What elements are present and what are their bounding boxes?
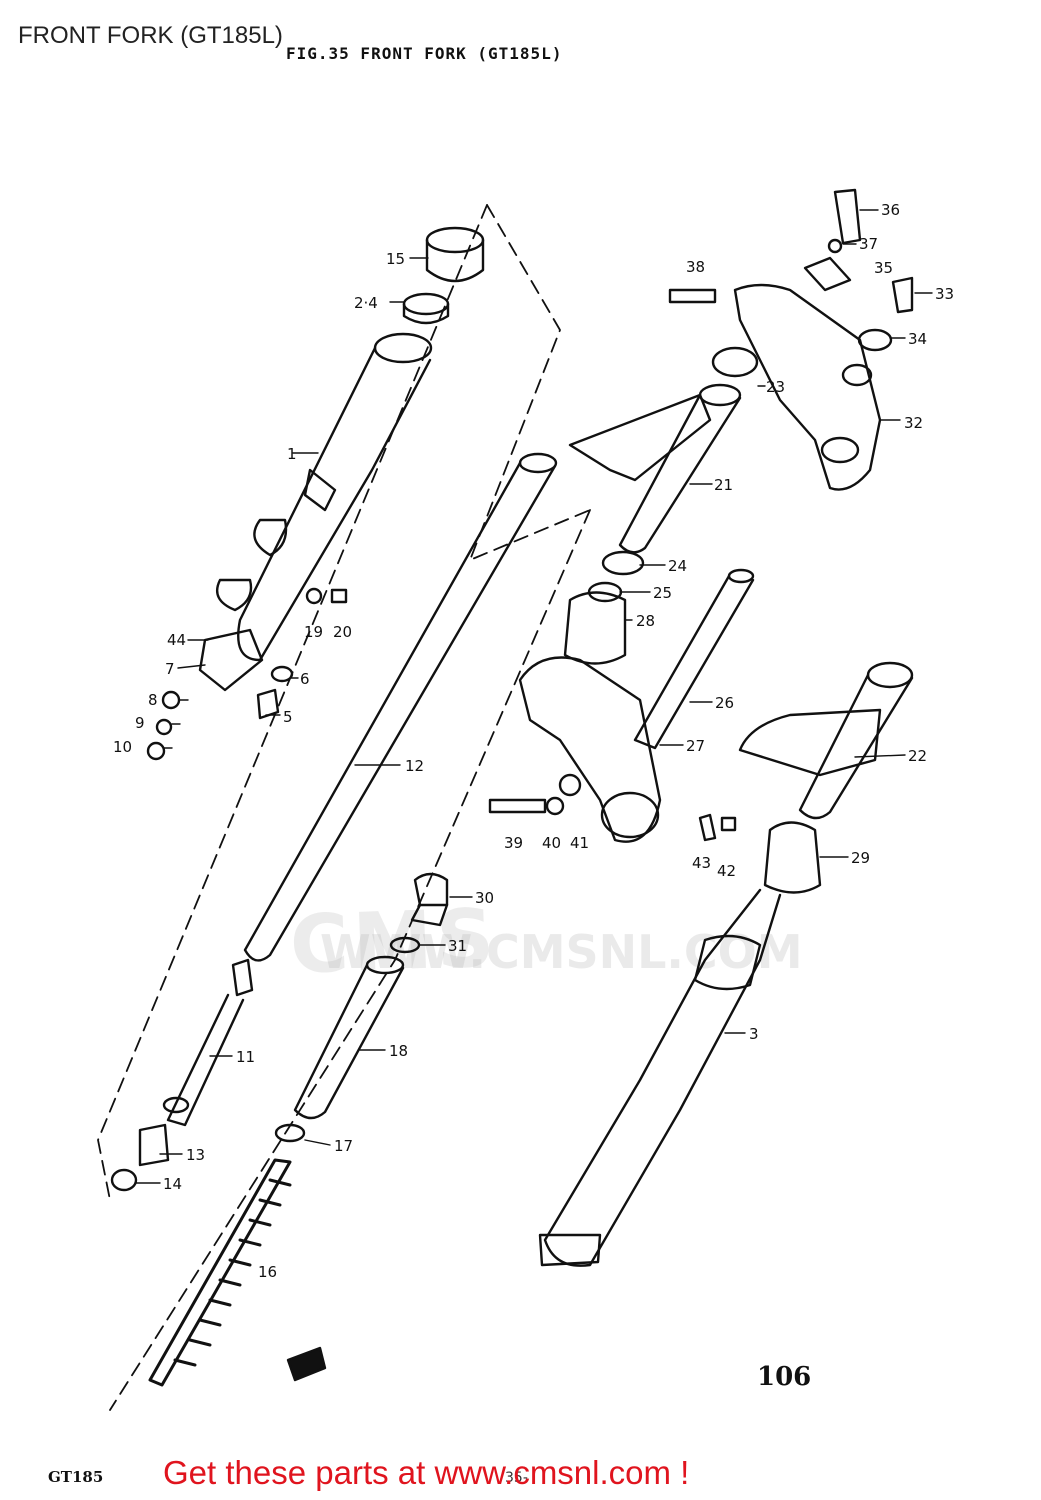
callout-38: 38 (686, 258, 705, 276)
callout-27: 27 (686, 737, 705, 755)
steering-stem-upper (568, 383, 742, 554)
steering-stem-shaft (633, 568, 755, 750)
callout-11: 11 (236, 1048, 255, 1066)
callout-34: 34 (908, 330, 927, 348)
damper-rod (162, 958, 254, 1127)
callout-43: 43 (692, 854, 711, 872)
lower-bracket (518, 656, 662, 843)
upper-bolts (668, 188, 914, 352)
callout-15: 15 (386, 250, 405, 268)
callout-6: 6 (300, 670, 310, 688)
callout-33: 33 (935, 285, 954, 303)
spring-seat (274, 1123, 306, 1143)
upper-bracket (733, 256, 882, 491)
callout-19: 19 (304, 623, 323, 641)
callout-3: 3 (749, 1025, 759, 1043)
callout-21: 21 (714, 476, 733, 494)
callout-labels: 15 2·4 1 44 7 19 20 6 5 8 9 10 12 11 13 … (113, 201, 954, 1281)
cap-bolt (389, 872, 449, 954)
callout-10: 10 (113, 738, 132, 756)
callout-8: 8 (148, 691, 158, 709)
page-reference: 35- (505, 1470, 528, 1486)
callout-23: 23 (766, 378, 785, 396)
rod-seat-and-ring (110, 1123, 170, 1192)
callout-32: 32 (904, 414, 923, 432)
fork-outer-tube-left (198, 226, 485, 692)
callout-5: 5 (283, 708, 293, 726)
callout-29: 29 (851, 849, 870, 867)
page-number: 106 (757, 1362, 812, 1392)
callout-39: 39 (504, 834, 523, 852)
callout-36: 36 (881, 201, 900, 219)
bearing-cup-upper (711, 346, 759, 378)
callout-14: 14 (163, 1175, 182, 1193)
promo-link[interactable]: Get these parts at www.cmsnl.com ! (163, 1454, 690, 1491)
small-hardware-left (146, 587, 348, 761)
model-code: GT185 (48, 1468, 104, 1486)
callout-40: 40 (542, 834, 561, 852)
leader-lines (135, 209, 933, 1184)
callout-22: 22 (908, 747, 927, 765)
callout-42: 42 (717, 862, 736, 880)
small-screws-right (698, 813, 737, 842)
callout-12: 12 (405, 757, 424, 775)
callout-35: 35 (874, 259, 893, 277)
callout-7: 7 (165, 660, 175, 678)
callout-31: 31 (448, 937, 467, 955)
direction-arrow-icon (286, 1346, 327, 1382)
callout-9: 9 (135, 714, 145, 732)
callout-17: 17 (334, 1137, 353, 1155)
callout-26: 26 (715, 694, 734, 712)
callout-1: 1 (287, 445, 297, 463)
callout-30: 30 (475, 889, 494, 907)
callout-44: 44 (167, 631, 186, 649)
callout-41: 41 (570, 834, 589, 852)
figure-title: FIG.35 FRONT FORK (GT185L) (286, 44, 563, 63)
callout-2-4: 2·4 (354, 294, 378, 312)
assembly-boundary (97, 204, 591, 1411)
clamp-bolts (488, 773, 582, 816)
callout-37: 37 (859, 235, 878, 253)
spacer-tube (293, 955, 405, 1120)
callout-28: 28 (636, 612, 655, 630)
fork-outer-tube-right (538, 661, 914, 1267)
callout-24: 24 (668, 557, 687, 575)
fork-inner-tube (243, 452, 558, 962)
page-header: FRONT FORK (GT185L) (18, 22, 283, 49)
bearing-set (563, 550, 645, 665)
fork-spring (148, 1158, 292, 1387)
callout-25: 25 (653, 584, 672, 602)
callout-20: 20 (333, 623, 352, 641)
callout-18: 18 (389, 1042, 408, 1060)
callout-13: 13 (186, 1146, 205, 1164)
callout-16: 16 (258, 1263, 277, 1281)
